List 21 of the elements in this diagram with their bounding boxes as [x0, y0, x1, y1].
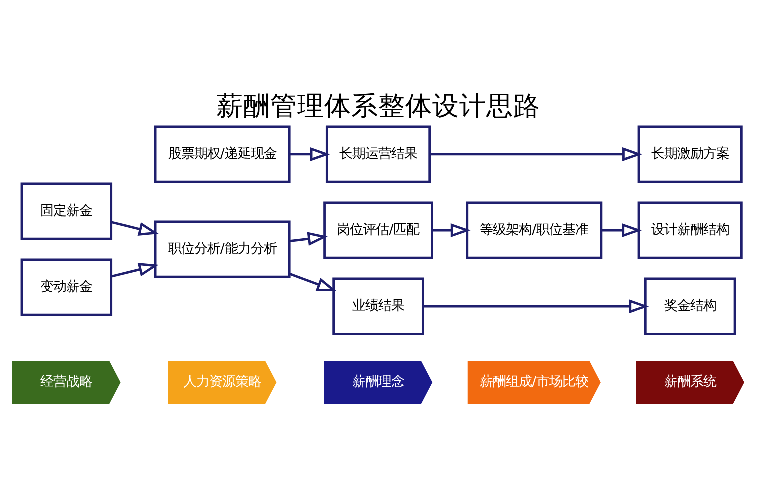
node-box: 岗位评估/匹配 [324, 202, 434, 260]
arrow [289, 272, 337, 292]
node-box: 奖金结构 [644, 278, 736, 336]
node-box: 长期运营结果 [326, 126, 432, 184]
node-box: 业绩结果 [332, 278, 424, 336]
arrow [111, 221, 159, 236]
diagram-title: 薪酬管理体系整体设计思路 [216, 90, 540, 122]
node-box: 股票期权/递延现金 [154, 126, 291, 184]
arrow [602, 224, 642, 238]
arrow [432, 224, 471, 238]
arrow [290, 147, 330, 162]
arrow [430, 147, 643, 162]
node-box: 设计薪酬结构 [638, 202, 743, 260]
arrow [423, 300, 650, 314]
node-box: 等级架构/职位基准 [466, 202, 603, 260]
node-box: 长期激励方案 [638, 126, 743, 184]
arrow [290, 232, 328, 246]
node-box: 职位分析/能力分析 [154, 220, 291, 278]
arrow [111, 263, 159, 278]
node-box: 变动薪金 [20, 258, 113, 316]
node-box: 固定薪金 [20, 182, 113, 240]
